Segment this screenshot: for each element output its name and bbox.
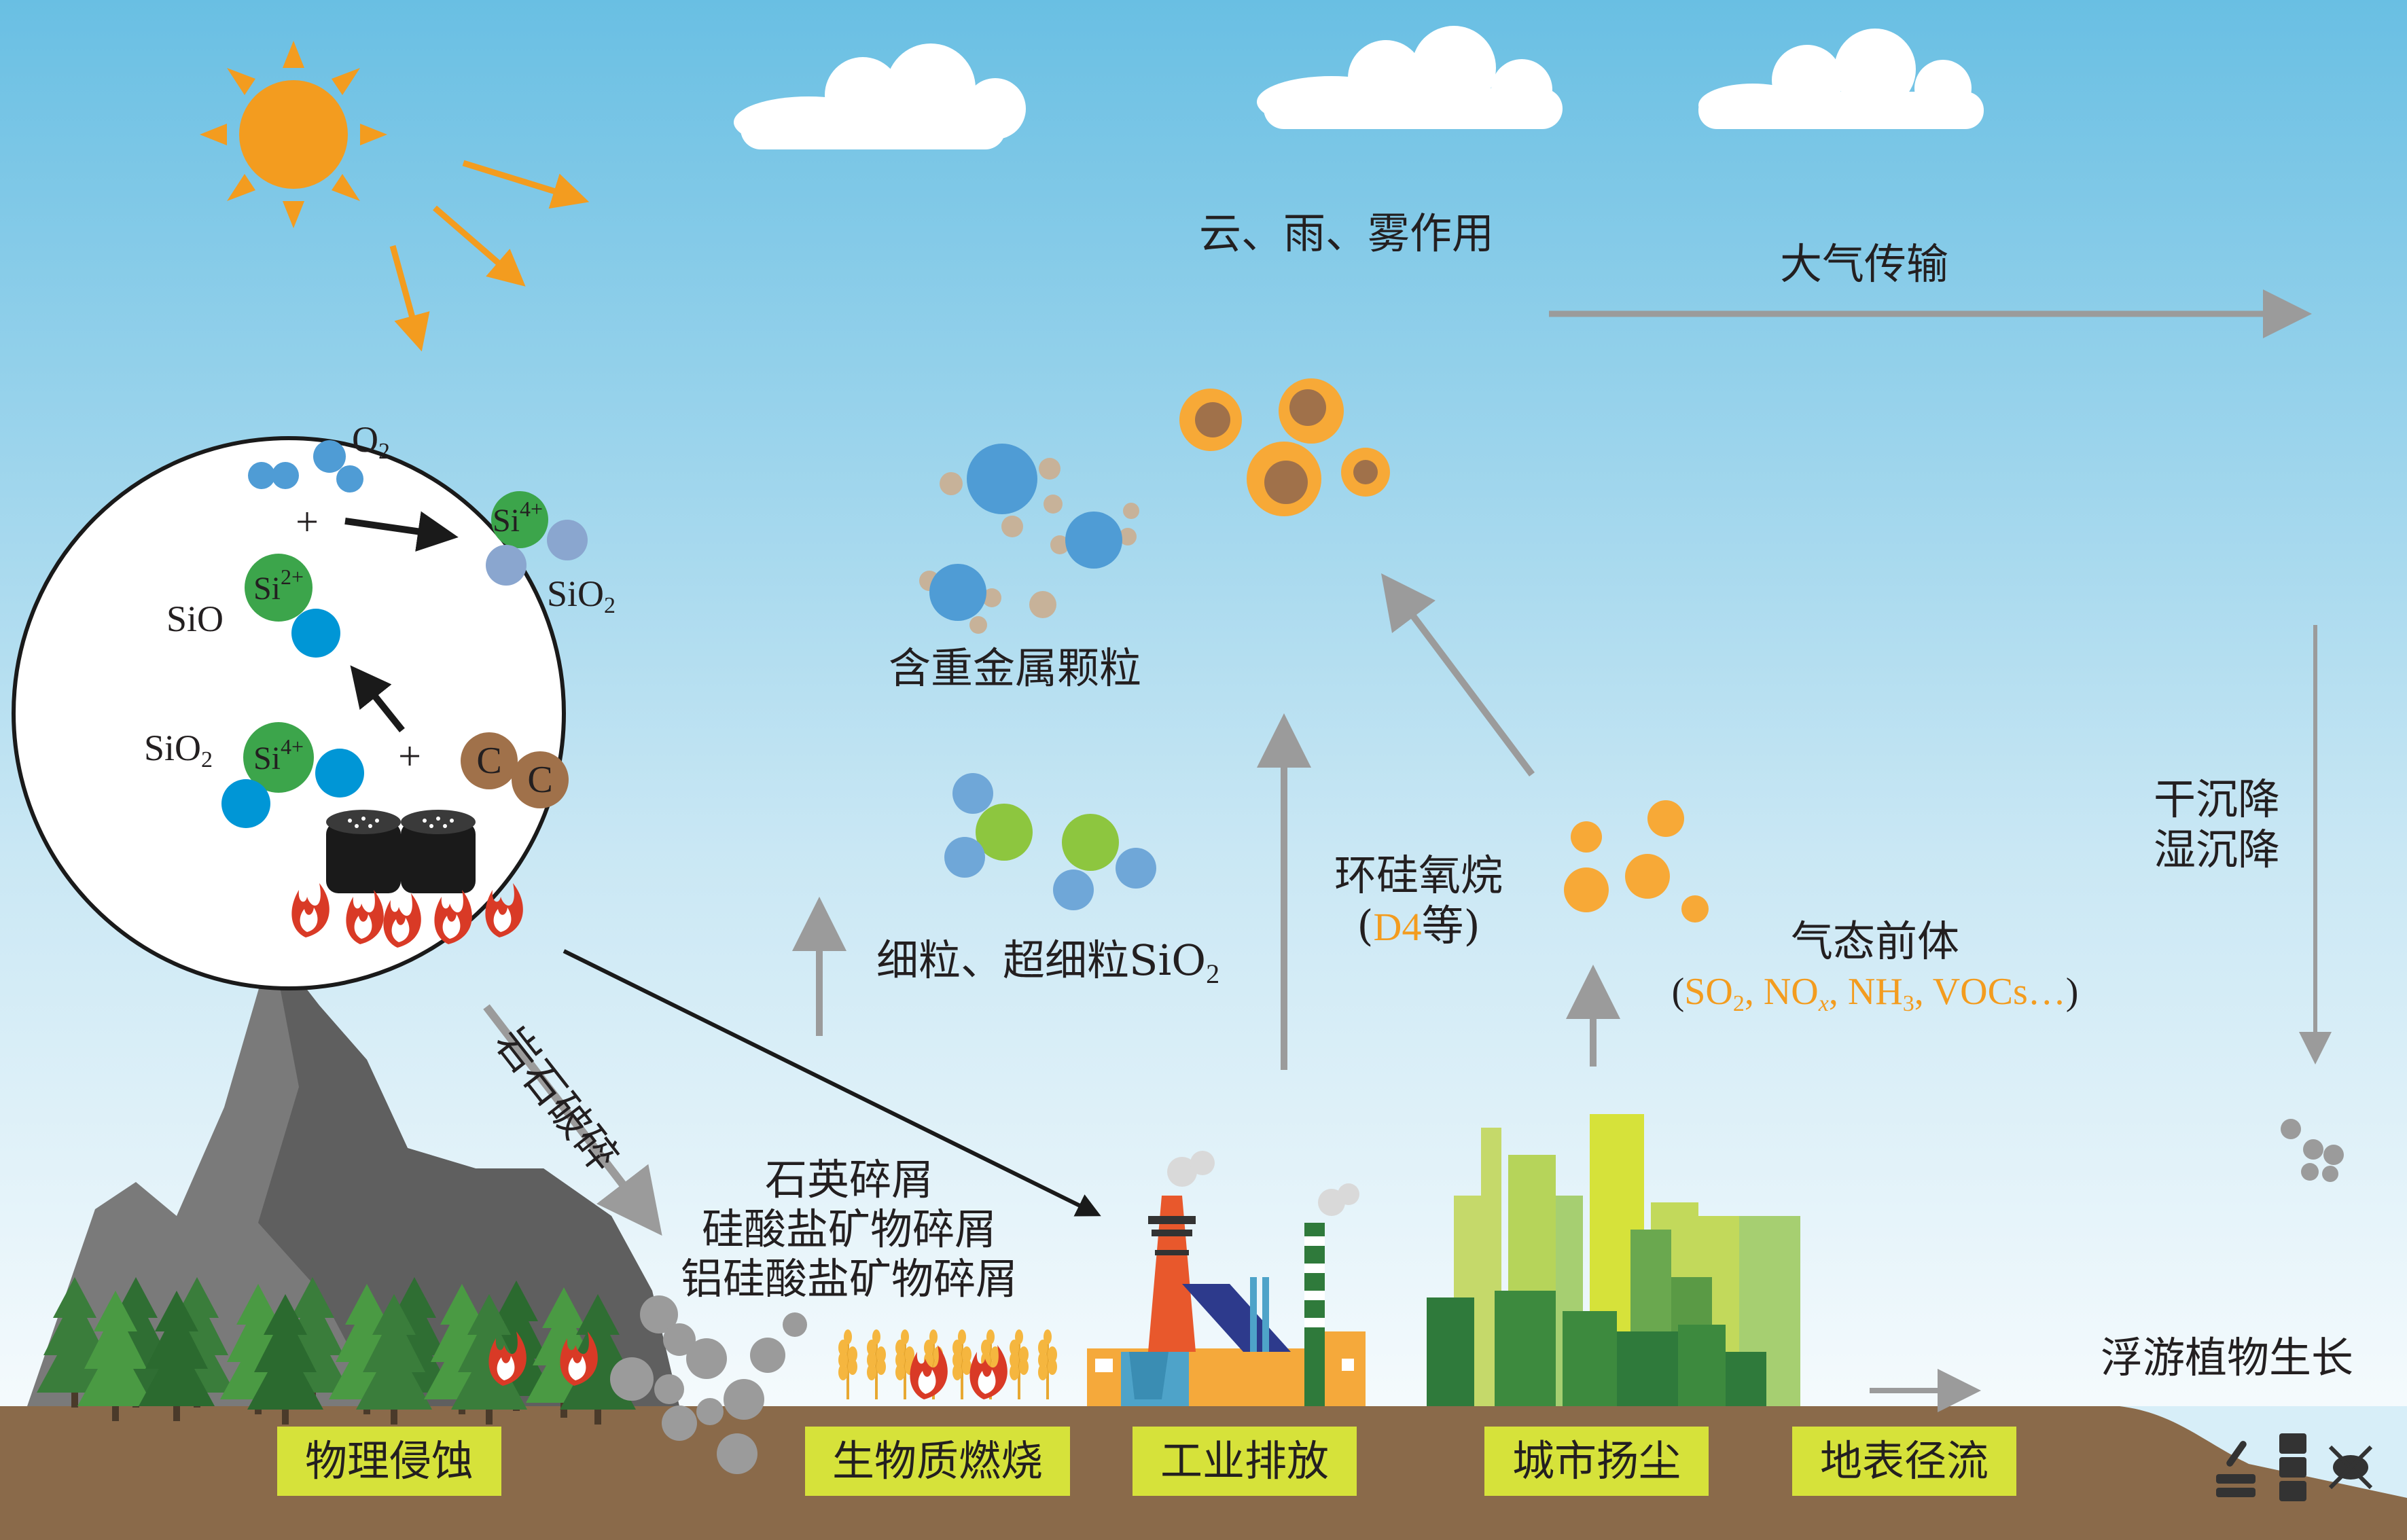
zoom-pointer-arrow: [563, 949, 1101, 1217]
secondary-aerosol-particles: [1179, 378, 1390, 516]
upward-arrows: [792, 573, 1620, 1070]
atmospheric-transport-label: 大气传输: [1780, 239, 1949, 289]
plus-sign-bottom: +: [398, 734, 421, 778]
cloud-rain-fog-label: 云、雨、雾作用: [1199, 209, 1495, 258]
sio2-reactant-label: SiO2: [144, 728, 213, 772]
sio2-product-label: SiO2: [547, 573, 616, 618]
badge-physical-erosion: 物理侵蚀: [277, 1427, 501, 1496]
reaction-zoom-circle: [12, 436, 566, 990]
cloud-icon: [1698, 29, 1984, 129]
wet-deposition-label: 湿沉降: [2154, 825, 2281, 875]
reaction-arrows: [344, 511, 459, 733]
gaseous-precursor-label: 气态前体: [1790, 916, 1960, 966]
charcoal-icon: [326, 810, 476, 893]
sio-label: SiO: [166, 598, 224, 639]
carbon-label-1: C: [476, 740, 502, 782]
city-icon: [1427, 1114, 1800, 1406]
rock-debris-icon: [610, 1295, 807, 1474]
badge-urban-dust: 城市扬尘: [1484, 1427, 1709, 1496]
o2-label: O2: [352, 419, 390, 464]
siloxane-name: 环硅氧烷: [1334, 850, 1503, 900]
dry-deposition-label: 干沉降: [2154, 774, 2281, 824]
sea: [2120, 1406, 2407, 1498]
aluminosilicate-debris-label: 铝硅酸盐矿物碎屑: [680, 1254, 1018, 1304]
heavy-metal-particles: [919, 444, 1139, 634]
silicate-debris-label: 硅酸盐矿物碎屑: [701, 1204, 997, 1255]
plankton-icon: [2216, 1433, 2373, 1501]
factory-icon: [1087, 1151, 1366, 1406]
si2-ion-label: Si2+: [253, 565, 304, 607]
siloxane-example: (D4等): [1357, 901, 1480, 951]
reaction-molecules: [221, 440, 588, 828]
badge-biomass-burning: 生物质燃烧: [805, 1427, 1070, 1496]
fine-sio2-label: 细粒、超细粒SiO2: [876, 935, 1220, 989]
plus-sign-top: +: [296, 499, 319, 544]
phytoplankton-growth-label: 浮游植物生长: [2101, 1333, 2354, 1382]
rock-breaking-arrow: [483, 1004, 662, 1236]
quartz-debris-label: 石英碎屑: [764, 1155, 934, 1204]
deposited-particles: [2281, 1119, 2344, 1182]
sun-icon: [200, 41, 387, 228]
precursor-particles: [1564, 800, 1709, 923]
fine-sio2-particles: [944, 773, 1156, 910]
badge-industrial-emission: 工业排放: [1133, 1427, 1357, 1496]
cloud-icon: [1257, 26, 1563, 129]
deposition-label: 干沉降湿沉降: [2154, 774, 2280, 876]
siloxane-label: 环硅氧烷(D4等): [1334, 850, 1503, 952]
carbon-label-2: C: [527, 759, 553, 801]
si4-ion-label-top: Si4+: [492, 497, 543, 539]
sunlight-arrows: [389, 160, 590, 352]
mineral-debris-label: 石英碎屑硅酸盐矿物碎屑铝硅酸盐矿物碎屑: [681, 1155, 1018, 1304]
precursor-species-list: (SO2, NOx, NH3, VOCs…): [1671, 971, 2079, 1016]
heavy-metal-particles-label: 含重金属颗粒: [889, 643, 1142, 693]
badge-surface-runoff: 地表径流: [1792, 1427, 2016, 1496]
cloud-icon: [734, 43, 1026, 149]
si4-ion-label-bottom: Si4+: [253, 734, 304, 776]
